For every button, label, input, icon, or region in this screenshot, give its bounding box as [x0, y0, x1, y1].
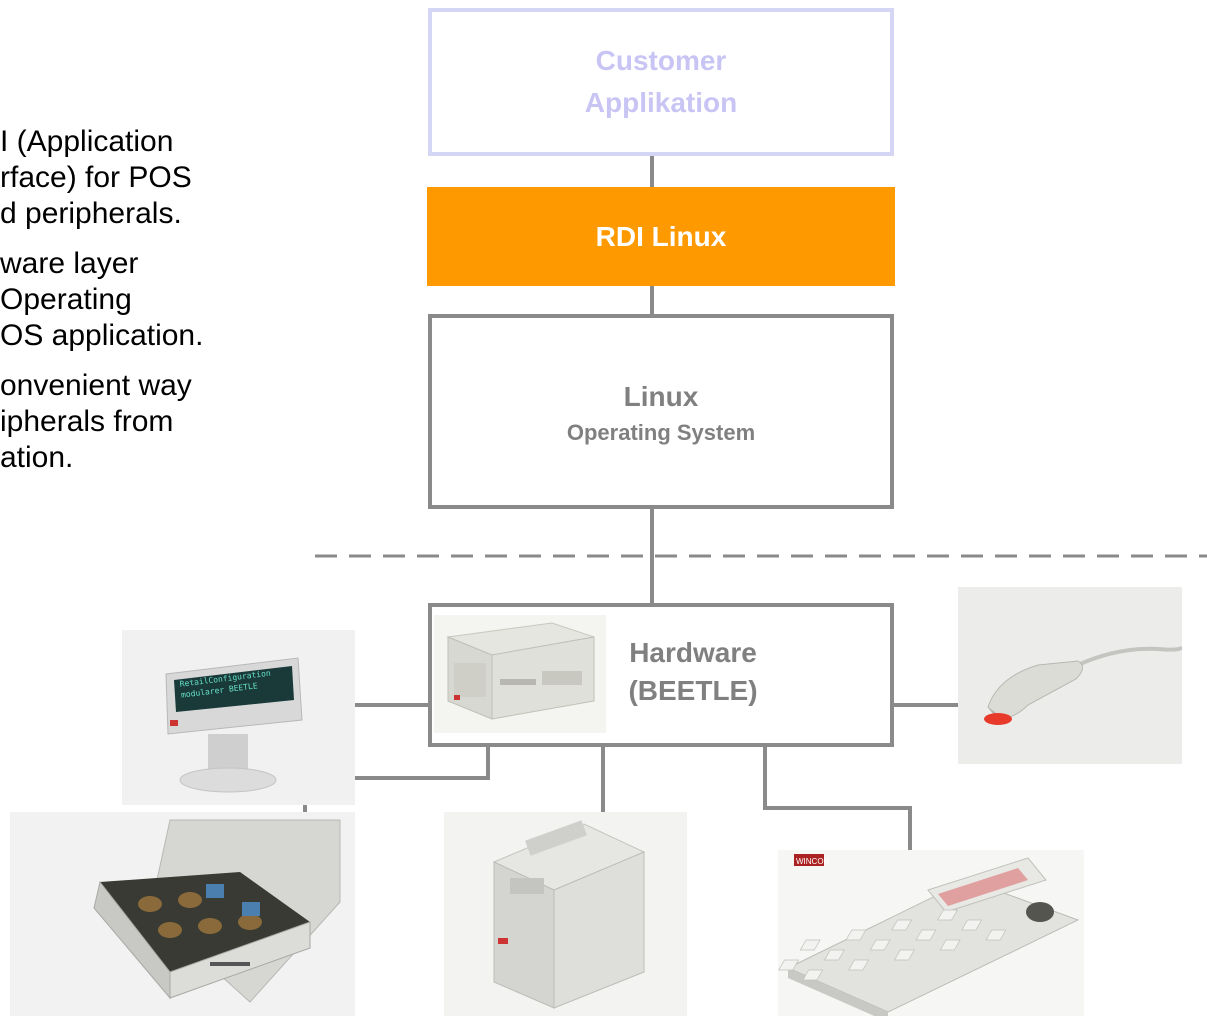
- rdi-linux-box: RDI Linux: [427, 187, 895, 286]
- pos-keyboard-image: WINCOR: [778, 850, 1084, 1016]
- customer-application-box: Customer Applikation: [428, 8, 894, 156]
- bullet-line: ation.: [0, 441, 74, 474]
- bullet-line: ware layer: [0, 247, 139, 280]
- hardware-label-line2: (BEETLE): [628, 675, 758, 706]
- linux-label: Linux: [623, 380, 699, 412]
- barcode-scanner-image: [958, 587, 1182, 764]
- hardware-label: Hardware (BEETLE): [608, 634, 778, 710]
- receipt-printer-image: [444, 812, 687, 1016]
- bullet-line: I (Application: [0, 125, 174, 158]
- linux-os-box: Linux Operating System: [428, 314, 894, 509]
- bullet-line: rface) for POS: [0, 161, 192, 194]
- rdi-linux-label: RDI Linux: [595, 220, 727, 252]
- beetle-computer-image: [434, 615, 606, 733]
- connector-keyboard: [763, 747, 912, 858]
- bullet-line: onvenient way: [0, 369, 192, 402]
- bullet-line: d peripherals.: [0, 197, 182, 230]
- bullet-line: OS application.: [0, 319, 204, 352]
- operating-system-label: Operating System: [566, 419, 756, 445]
- cash-drawer-image: [10, 812, 355, 1016]
- customer-label-line1: Customer: [595, 45, 727, 76]
- description-text: I (Application rface) for POS d peripher…: [0, 124, 330, 476]
- bullet-line: Operating: [0, 283, 132, 316]
- customer-display-image: RetailConfiguration modularer BEETLE: [122, 630, 355, 805]
- keyboard-brand-label: WINCOR: [796, 857, 830, 866]
- customer-label-line2: Applikation: [584, 87, 738, 118]
- hardware-label-line1: Hardware: [629, 637, 757, 668]
- hardware-box: [428, 603, 894, 747]
- bullet-line: ipherals from: [0, 405, 174, 438]
